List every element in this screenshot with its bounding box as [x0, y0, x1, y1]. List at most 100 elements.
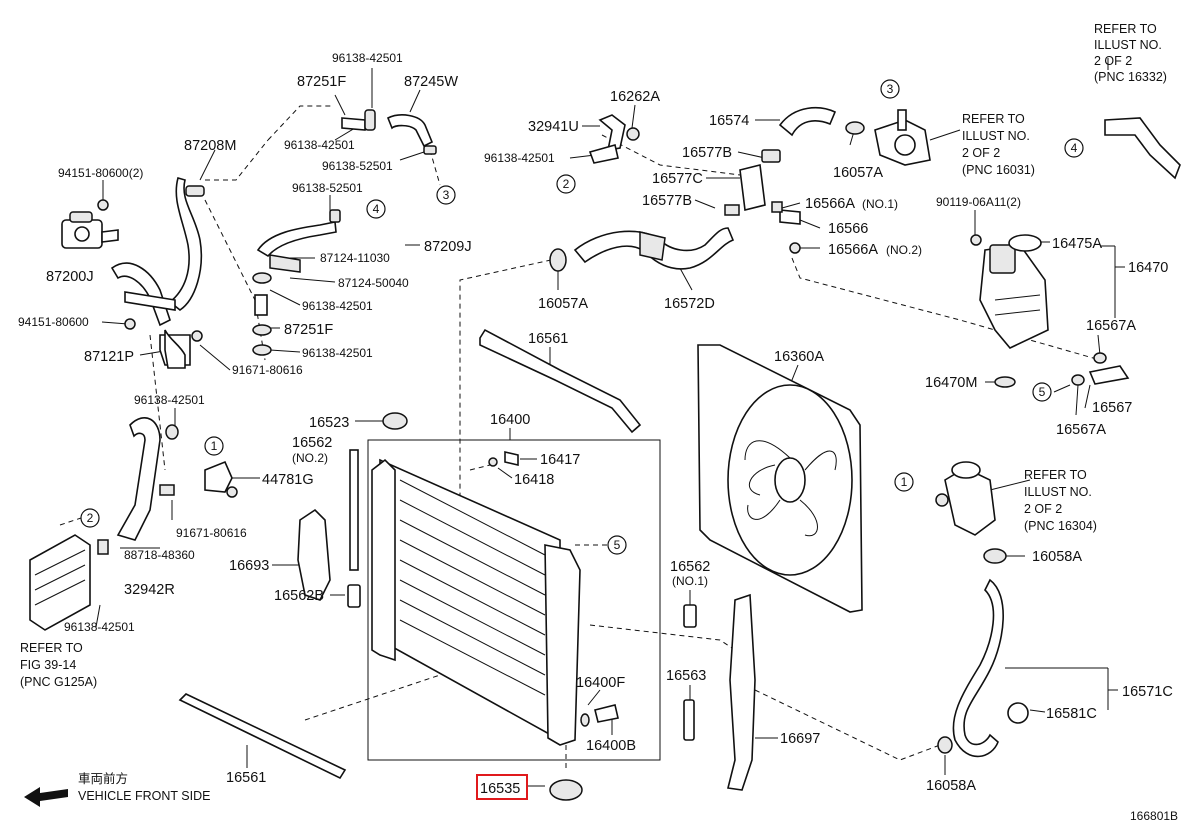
label-16360A[interactable]: 16360A	[774, 349, 824, 365]
part-labels: 96138-42501 87251F 87245W 87208M 96138-4…	[18, 51, 1178, 823]
label-16523[interactable]: 16523	[309, 415, 349, 431]
svg-text:5: 5	[614, 538, 621, 552]
label-16581C[interactable]: 16581C	[1046, 706, 1097, 722]
label-16571C[interactable]: 16571C	[1122, 684, 1173, 700]
cushion-16562B	[347, 584, 361, 608]
label-16697[interactable]: 16697	[780, 731, 820, 747]
note-refer-16304: REFER TO ILLUST NO. 2 OF 2 (PNC 16304)	[1024, 468, 1097, 533]
label-16475A[interactable]: 16475A	[1052, 236, 1102, 252]
seal-16562-no1	[683, 604, 697, 628]
svg-text:(PNC 16332): (PNC 16332)	[1094, 70, 1167, 84]
svg-text:ILLUST NO.: ILLUST NO.	[962, 129, 1030, 143]
callout-1-left: 1	[204, 436, 224, 456]
callout-1-right: 1	[894, 472, 914, 492]
hose-16571C	[937, 578, 1029, 758]
label-16577C[interactable]: 16577C	[652, 171, 703, 187]
label-16400F[interactable]: 16400F	[576, 675, 625, 691]
label-16567[interactable]: 16567	[1092, 400, 1132, 416]
label-87124-50040[interactable]: 87124-50040	[338, 276, 409, 290]
label-16535[interactable]: 16535	[480, 781, 520, 797]
label-16470M[interactable]: 16470M	[925, 375, 977, 391]
label-16262A[interactable]: 16262A	[610, 89, 660, 105]
label-16057A[interactable]: 16057A	[538, 296, 588, 312]
label-16400B[interactable]: 16400B	[586, 738, 636, 754]
label-16563[interactable]: 16563	[666, 668, 706, 684]
label-96138-42501[interactable]: 96138-42501	[302, 346, 373, 360]
note-refer-16332: REFER TO ILLUST NO. 2 OF 2 (PNC 16332)	[1094, 22, 1167, 84]
label-96138-42501[interactable]: 96138-42501	[302, 299, 373, 313]
label-87121P[interactable]: 87121P	[84, 349, 134, 365]
label-96138-42501[interactable]: 96138-42501	[332, 51, 403, 65]
label-16572D[interactable]: 16572D	[664, 296, 715, 312]
label-91671-80616[interactable]: 91671-80616	[232, 363, 303, 377]
label-16057A[interactable]: 16057A	[833, 165, 883, 181]
label-90119-06A11-2[interactable]: 90119-06A11(2)	[936, 195, 1021, 209]
label-16566A-no2[interactable]: 16566A	[828, 242, 878, 258]
svg-text:3: 3	[887, 82, 894, 96]
label-32942R[interactable]: 32942R	[124, 582, 175, 598]
label-96138-42501[interactable]: 96138-42501	[284, 138, 355, 152]
label-91671-80616[interactable]: 91671-80616	[176, 526, 247, 540]
svg-text:4: 4	[373, 202, 380, 216]
label-16561[interactable]: 16561	[226, 770, 266, 786]
label-87208M[interactable]: 87208M	[184, 138, 236, 154]
label-44781G[interactable]: 44781G	[262, 472, 314, 488]
note-refer-fig-39-14: REFER TO FIG 39-14 (PNC G125A)	[20, 641, 97, 689]
callout-3-top-right: 3	[880, 79, 900, 99]
label-87200J[interactable]: 87200J	[46, 269, 94, 285]
label-96138-52501[interactable]: 96138-52501	[322, 159, 393, 173]
label-16562[interactable]: 16562	[670, 559, 710, 575]
callout-5-right: 5	[1032, 382, 1052, 402]
label-87124-11030[interactable]: 87124-11030	[320, 251, 390, 265]
callout-5-radiator: 5	[607, 535, 627, 555]
label-16400[interactable]: 16400	[490, 412, 530, 428]
label-16566[interactable]: 16566	[828, 221, 868, 237]
label-16577B[interactable]: 16577B	[642, 193, 692, 209]
label-16567A[interactable]: 16567A	[1086, 318, 1136, 334]
pipe-16332	[1104, 117, 1181, 180]
radiator-16400	[367, 439, 661, 761]
callout-4-left: 4	[366, 199, 386, 219]
callout-circles: 3 4 2 3 4 5 1 2	[80, 79, 1084, 555]
water-inlet-16304	[935, 461, 996, 536]
label-16561[interactable]: 16561	[528, 331, 568, 347]
label-16566A-no1[interactable]: 16566A	[805, 196, 855, 212]
label-16577B[interactable]: 16577B	[682, 145, 732, 161]
label-16470[interactable]: 16470	[1128, 260, 1168, 276]
label-16417[interactable]: 16417	[540, 452, 580, 468]
svg-text:(PNC 16031): (PNC 16031)	[962, 163, 1035, 177]
bracket-87121P	[164, 329, 203, 369]
reservoir-16470	[970, 234, 1049, 388]
label-16562B[interactable]: 16562B	[274, 588, 324, 604]
label-96138-42501[interactable]: 96138-42501	[134, 393, 205, 407]
highlighted-part-16535[interactable]: 16535	[476, 774, 528, 800]
hose-87245W	[386, 114, 437, 155]
label-94151-80600-2[interactable]: 94151-80600(2)	[58, 166, 143, 180]
label-87245W[interactable]: 87245W	[404, 74, 458, 90]
oil-cooler	[29, 534, 109, 631]
seal-16561-bottom	[178, 693, 347, 780]
thermostat-housing-16031	[874, 109, 931, 166]
label-16562[interactable]: 16562	[292, 435, 332, 451]
label-87251F[interactable]: 87251F	[284, 322, 333, 338]
label-87251F[interactable]: 87251F	[297, 74, 346, 90]
label-16567A[interactable]: 16567A	[1056, 422, 1106, 438]
label-16418[interactable]: 16418	[514, 472, 554, 488]
callout-4-right: 4	[1064, 138, 1084, 158]
label-87209J[interactable]: 87209J	[424, 239, 472, 255]
label-16058A[interactable]: 16058A	[926, 778, 976, 794]
vehicle-front-en: VEHICLE FRONT SIDE	[78, 789, 210, 803]
svg-text:2 OF 2: 2 OF 2	[962, 146, 1000, 160]
label-88718-48360[interactable]: 88718-48360	[124, 548, 195, 562]
label-96138-42501[interactable]: 96138-42501	[484, 151, 555, 165]
arrow-left-icon	[24, 787, 68, 807]
label-16058A[interactable]: 16058A	[1032, 549, 1082, 565]
label-16693[interactable]: 16693	[229, 558, 269, 574]
label-96138-42501[interactable]: 96138-42501	[64, 620, 135, 634]
hose-32941U	[588, 114, 640, 164]
label-16574[interactable]: 16574	[709, 113, 749, 129]
label-96138-52501[interactable]: 96138-52501	[292, 181, 363, 195]
label-94151-80600[interactable]: 94151-80600	[18, 315, 89, 329]
label-32941U[interactable]: 32941U	[528, 119, 579, 135]
